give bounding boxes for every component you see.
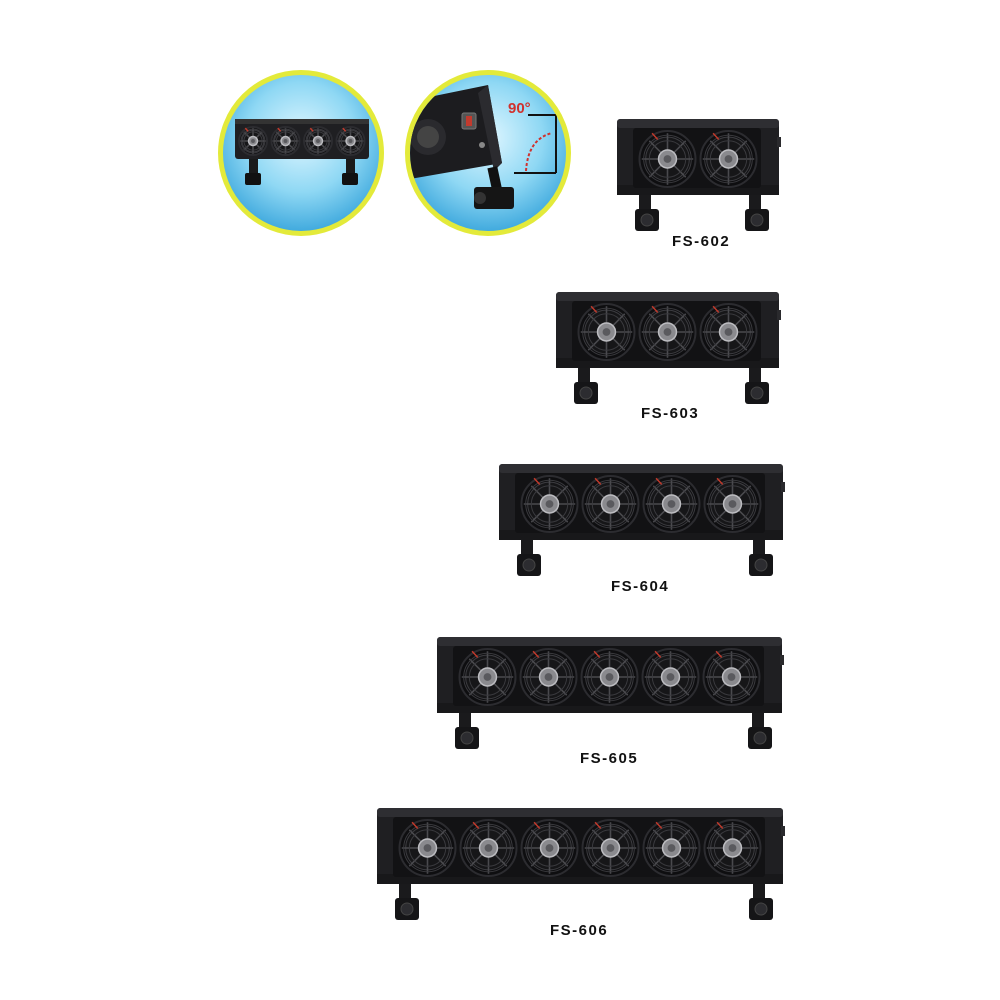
left-clamp (635, 195, 659, 231)
fan-3 (520, 819, 579, 877)
left-clamp (517, 540, 541, 576)
badge-mount-rotation-view: 90° (405, 70, 571, 236)
fan-1 (238, 126, 268, 156)
left-clamp (455, 713, 479, 749)
fan-3 (303, 126, 333, 156)
fan-unit-6 (377, 808, 785, 920)
fan-4 (703, 475, 762, 533)
fan-3 (699, 303, 758, 361)
model-label-fs-605: FS-605 (580, 750, 639, 767)
fan-3 (642, 475, 701, 533)
fan-unit-5 (437, 637, 784, 749)
fan-5 (642, 819, 701, 877)
fan-4 (335, 126, 366, 156)
product-fs-606 (373, 804, 793, 924)
fan-3 (580, 648, 639, 706)
model-label-fs-604: FS-604 (611, 578, 670, 595)
fan-front-illustration (235, 119, 369, 185)
fan-unit-3 (556, 292, 781, 404)
fan-2 (519, 648, 578, 706)
fan-1 (638, 130, 697, 188)
fan-4 (641, 648, 700, 706)
angle-label: 90° (508, 100, 531, 117)
right-clamp (748, 713, 772, 749)
model-label-fs-602: FS-602 (672, 233, 731, 250)
badge-fan-front-view (218, 70, 384, 236)
fan-2 (638, 303, 697, 361)
fan-unit-2 (617, 119, 781, 231)
product-fs-603 (552, 288, 789, 408)
product-fs-602 (613, 115, 789, 235)
fan-1 (577, 303, 636, 361)
fan-4 (581, 819, 640, 877)
left-clamp (395, 884, 419, 920)
fan-1 (458, 648, 517, 706)
mount-rotation-illustration: 90° (410, 85, 557, 209)
fan-6 (703, 819, 762, 877)
fan-5 (702, 648, 761, 706)
model-label-fs-606: FS-606 (550, 922, 609, 939)
right-clamp (745, 195, 769, 231)
fan-2 (699, 130, 758, 188)
right-clamp (749, 540, 773, 576)
model-label-fs-603: FS-603 (641, 405, 700, 422)
product-fs-604 (495, 460, 793, 580)
fan-2 (581, 475, 640, 533)
fan-1 (398, 819, 457, 877)
fan-unit-4 (499, 464, 785, 576)
right-clamp (745, 368, 769, 404)
product-fs-605 (433, 633, 792, 753)
fan-2 (459, 819, 518, 877)
right-clamp (749, 884, 773, 920)
fan-1 (520, 475, 579, 533)
left-clamp (574, 368, 598, 404)
fan-2 (270, 126, 301, 156)
